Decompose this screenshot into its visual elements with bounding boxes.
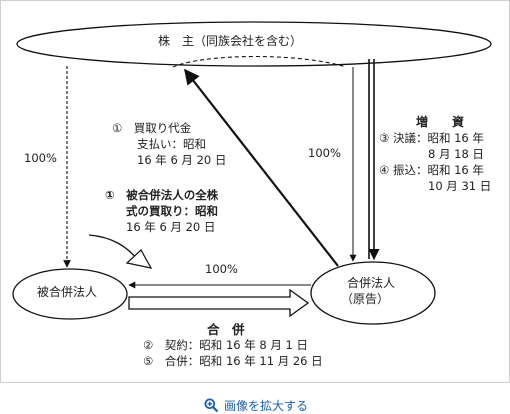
capital-note-line3: ④ 振込：昭和 16 年: [379, 163, 484, 177]
shareholders-node: [16, 21, 492, 67]
purchase-curve: [88, 234, 138, 260]
merger-title: 合 併: [207, 322, 245, 337]
middle-percentage: 100%: [205, 262, 238, 276]
zoom-image-link[interactable]: 画像を拡大する: [204, 396, 308, 414]
payment-note-line2: 支払い：昭和: [137, 137, 206, 151]
merged-corp-label: 被合併法人: [37, 285, 98, 299]
merging-corp-node: [310, 261, 436, 325]
purchase-note-line1: ① 被合併法人の全株: [105, 188, 219, 202]
shareholders-label: 株 主（同族会社を含む）: [158, 34, 303, 48]
capital-note-line1: ③ 決議：昭和 16 年: [379, 131, 484, 145]
left-percentage: 100%: [24, 151, 57, 165]
purchase-note-line3: 16 年 6 月 20 日: [126, 220, 216, 234]
purchase-note-line2: 式の買取り：昭和: [126, 204, 218, 218]
payment-note-line3: 16 年 6 月 20 日: [137, 153, 227, 167]
diagram-canvas: [12, 21, 492, 325]
magnifier-plus-icon: [204, 398, 218, 412]
payment-note-line1: ① 買取り代金: [112, 121, 192, 135]
capital-note-line2: 8 月 18 日: [428, 147, 484, 161]
merging-corp-sublabel: （原告）: [341, 292, 390, 306]
merger-note-line1: ② 契約：昭和 16 年 8 月 1 日: [143, 338, 309, 352]
merger-note-line2: ⑤ 合併：昭和 16 年 11 月 26 日: [143, 354, 323, 368]
capital-note-line4: 10 月 31 日: [428, 179, 492, 193]
right-percentage: 100%: [308, 146, 341, 160]
merged-corp-node: [12, 268, 128, 320]
payment-arrow: [184, 68, 339, 267]
capital-increase-title: 増 資: [416, 115, 465, 129]
merging-corp-label: 合併法人: [347, 276, 396, 290]
diagram-frame: [0, 0, 510, 383]
zoom-image-label: 画像を拡大する: [224, 398, 309, 413]
purchase-curve-head: [125, 249, 153, 269]
dashed-connector: [172, 55, 347, 68]
merger-block-arrow: [128, 288, 310, 318]
